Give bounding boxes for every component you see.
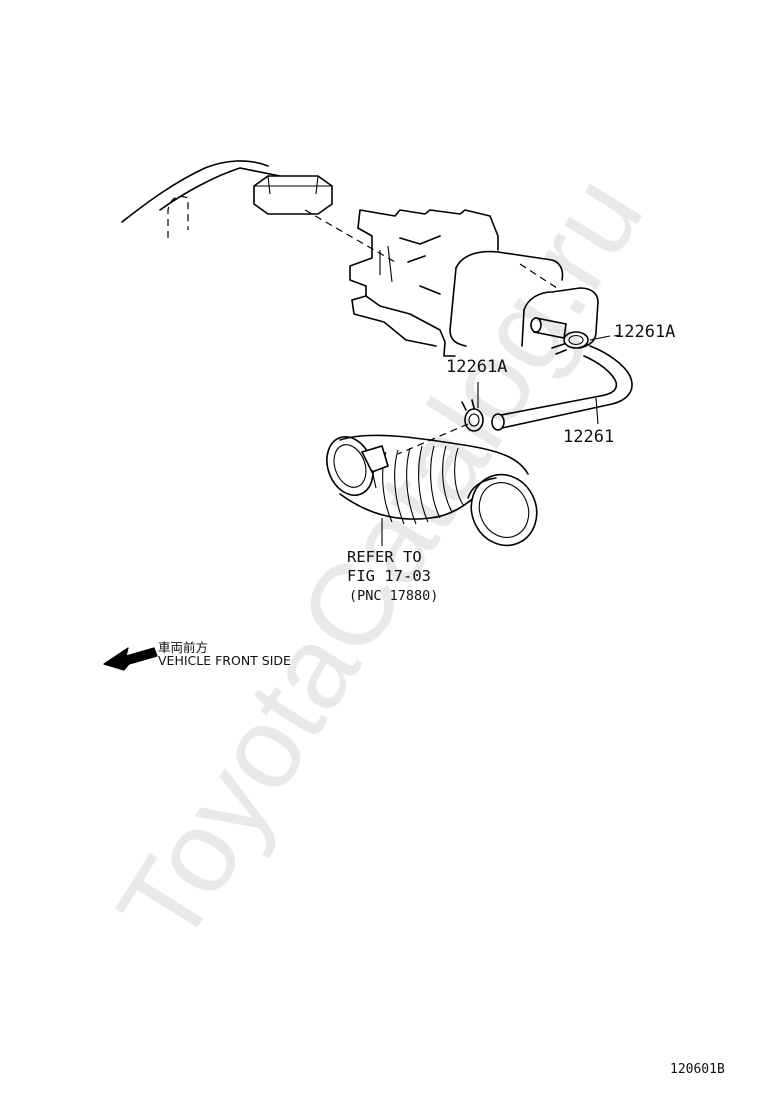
vehicle-front-japanese: 車両前方 — [158, 640, 209, 655]
dash-line-cap — [304, 209, 396, 263]
part-label-12261a-lower[interactable]: 12261A — [446, 357, 508, 377]
case-pipe-stub — [530, 317, 567, 339]
air-cleaner-case — [449, 250, 599, 349]
part-label-12261a-upper[interactable]: 12261A — [614, 322, 676, 342]
refer-fig-link[interactable]: FIG 17-03 — [347, 567, 431, 585]
ventilation-hose — [491, 345, 633, 431]
air-intake-hose — [326, 434, 538, 547]
hose-clamp-lower — [461, 399, 484, 432]
part-label-12261[interactable]: 12261 — [563, 427, 615, 447]
refer-pnc-label: (PNC 17880) — [349, 588, 439, 604]
figure-code: 120601B — [670, 1062, 725, 1077]
vehicle-front-arrow — [103, 647, 158, 671]
refer-to-label: REFER TO — [347, 548, 422, 566]
hose-clamp-upper — [551, 331, 589, 355]
cylinder-head-cover — [349, 209, 499, 357]
oil-filler-cap — [253, 175, 333, 215]
engine-outline — [121, 160, 301, 238]
leader-lines — [381, 334, 621, 546]
vehicle-front-english: VEHICLE FRONT SIDE — [158, 653, 291, 668]
